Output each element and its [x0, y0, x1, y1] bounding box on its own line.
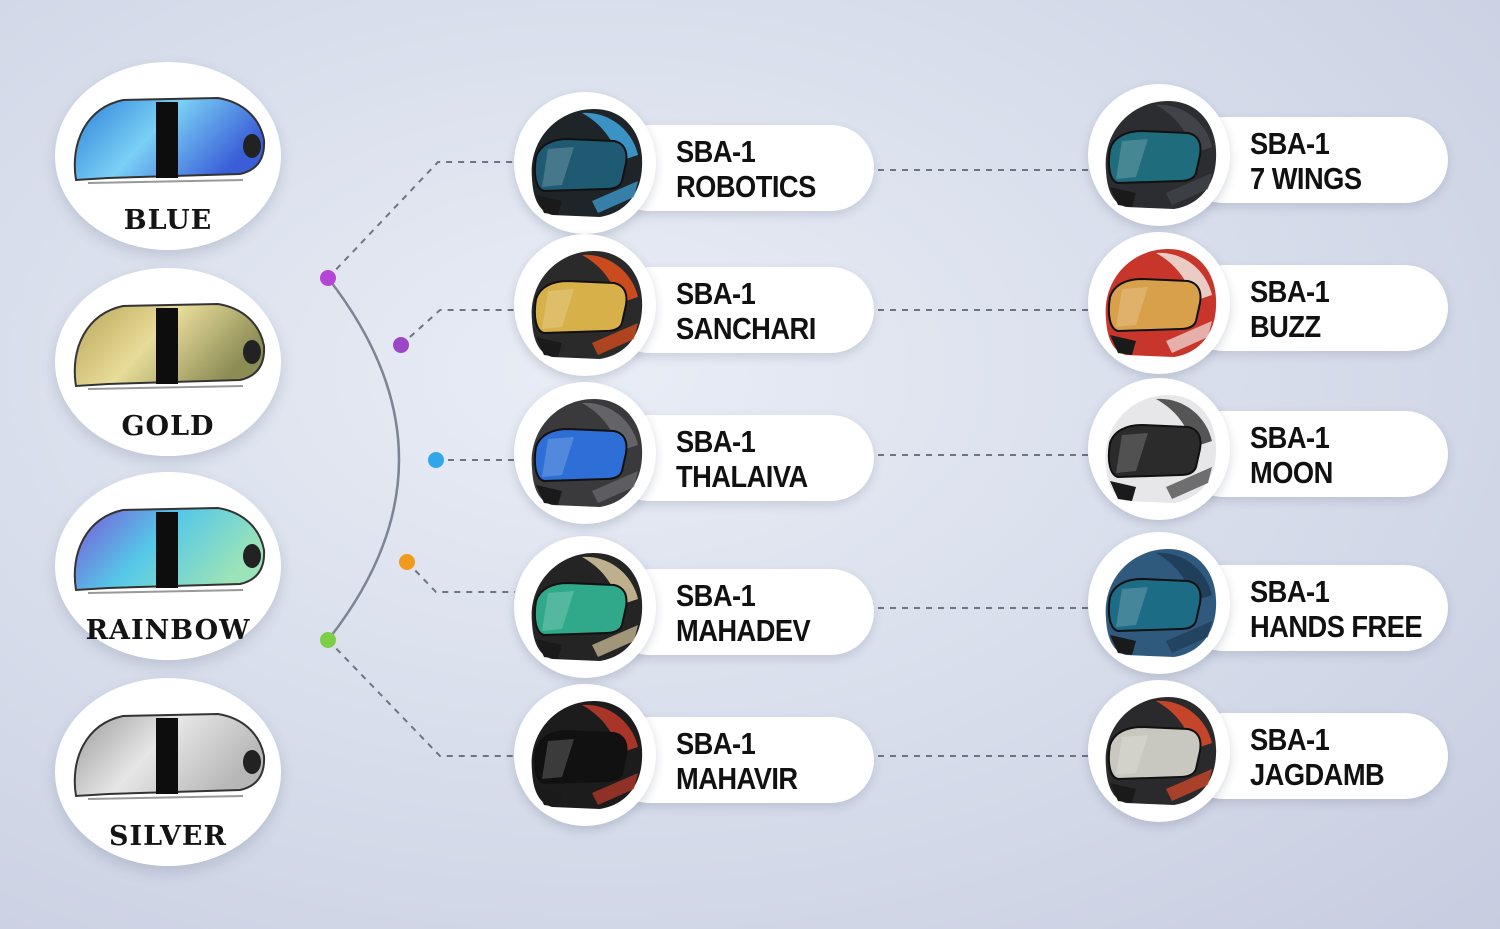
helmet-icon — [1105, 101, 1217, 209]
model-series: SBA-1 — [1250, 420, 1330, 455]
visor-card-rainbow[interactable]: RAINBOW — [55, 472, 281, 660]
model-series: SBA-1 — [1250, 126, 1330, 161]
helmet-icon — [531, 701, 643, 809]
visor-card-blue[interactable]: BLUE — [55, 62, 281, 250]
visor-card-gold[interactable]: GOLD — [55, 268, 281, 456]
connector-arc — [327, 277, 401, 641]
model-variant: BUZZ — [1250, 309, 1321, 344]
visor-card-silver[interactable]: SILVER — [55, 678, 281, 866]
connector-dash — [327, 639, 515, 757]
connector-dot — [428, 452, 444, 468]
helmet-icon — [1105, 697, 1217, 805]
helmet-icon — [1105, 549, 1217, 657]
model-series: SBA-1 — [676, 578, 756, 613]
model-variant: MAHADEV — [676, 613, 811, 648]
connector-dash — [400, 309, 515, 346]
model-series: SBA-1 — [676, 424, 756, 459]
model-series: SBA-1 — [1250, 722, 1330, 757]
helmet-icon — [531, 399, 643, 507]
model-series: SBA-1 — [676, 276, 756, 311]
visor-gold-icon — [73, 302, 266, 390]
visor-label: BLUE — [123, 205, 213, 236]
model-series: SBA-1 — [676, 726, 756, 761]
model-series: SBA-1 — [1250, 274, 1330, 309]
model-variant: JAGDAMB — [1250, 757, 1385, 792]
helmet-icon — [531, 553, 643, 661]
connector-dot — [320, 632, 336, 648]
model-variant: MAHAVIR — [676, 761, 798, 796]
model-variant: THALAIVA — [676, 459, 808, 494]
model-variant: ROBOTICS — [676, 169, 816, 204]
connector-dot — [320, 270, 336, 286]
visor-blue-icon — [73, 96, 266, 184]
visor-rainbow-icon — [73, 506, 266, 594]
model-variant: SANCHARI — [676, 311, 816, 346]
visor-label: GOLD — [121, 411, 215, 442]
visor-silver-icon — [73, 712, 266, 800]
helmet-icon — [1105, 249, 1217, 357]
helmet-icon — [531, 251, 643, 359]
model-series: SBA-1 — [1250, 574, 1330, 609]
connector-dot — [393, 337, 409, 353]
model-series: SBA-1 — [676, 134, 756, 169]
helmet-icon — [531, 109, 643, 217]
visor-label: SILVER — [109, 821, 227, 852]
visor-label: RAINBOW — [85, 615, 251, 646]
model-variant: 7 WINGS — [1250, 161, 1362, 196]
model-variant: HANDS FREE — [1250, 609, 1423, 644]
connector-dash — [327, 161, 515, 279]
helmet-icon — [1105, 395, 1217, 503]
connector-dash — [406, 561, 515, 593]
model-variant: MOON — [1250, 455, 1333, 490]
connector-dot — [399, 554, 415, 570]
